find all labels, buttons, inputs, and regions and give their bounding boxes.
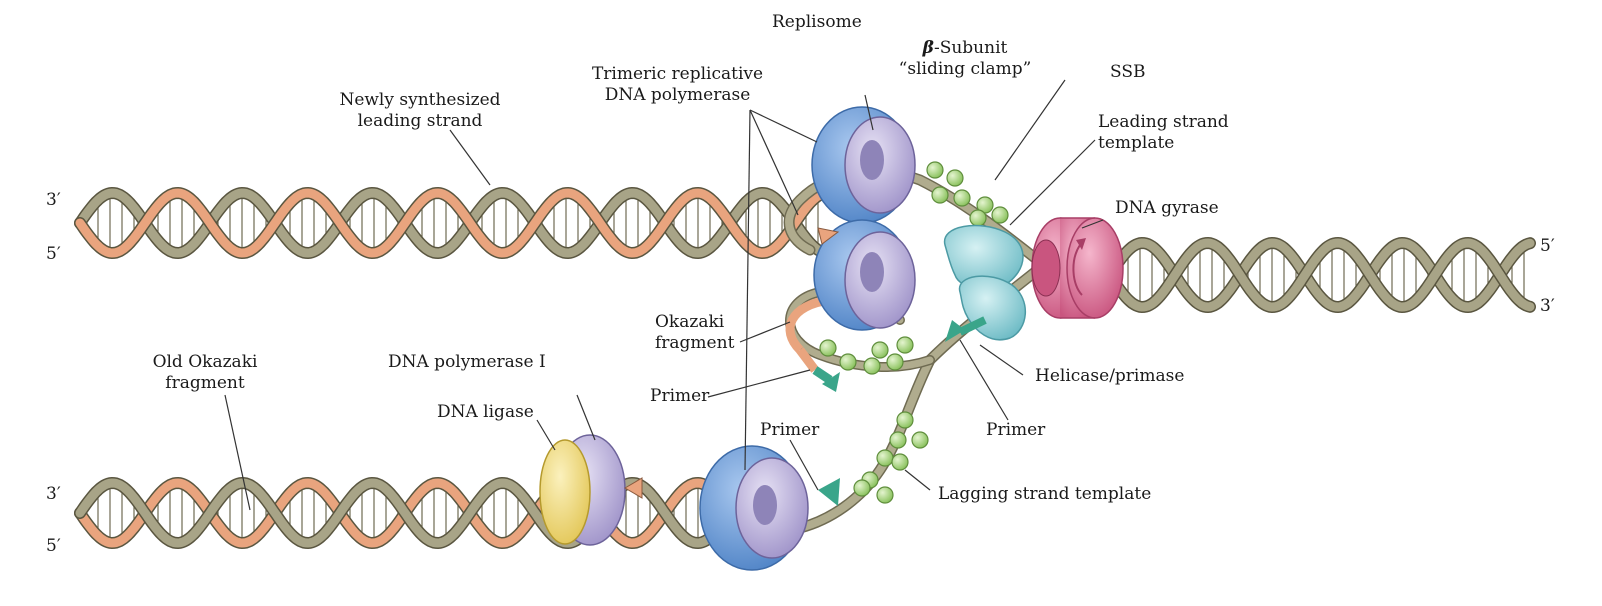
ssb-bead (863, 357, 881, 375)
ssb-bead (911, 431, 929, 449)
ssb-bead (969, 209, 987, 227)
label-dna-polymerase-i: DNA polymerase I (388, 352, 546, 372)
label-trimeric-polymerase: Trimeric replicative DNA polymerase (575, 64, 780, 106)
trimeric-line-1: Trimeric replicative (591, 64, 764, 84)
ssb-bead (871, 341, 889, 359)
bottom-duplex-helix (74, 476, 806, 550)
ssb-bead (931, 186, 949, 204)
strand-a (75, 478, 805, 548)
okazaki-line-1: Okazaki (655, 312, 725, 332)
label-dna-gyrase: DNA gyrase (1115, 198, 1219, 218)
ssb-bead (976, 196, 994, 214)
end-right-3prime: 3′ (1540, 296, 1555, 316)
old-okazaki-line-2: fragment (165, 373, 245, 393)
ssb-proteins (819, 161, 1009, 504)
lagging-arrowhead (624, 477, 643, 499)
ssb-bead (946, 169, 964, 187)
label-okazaki-fragment: Okazaki fragment (655, 312, 734, 354)
polymerase-top (811, 106, 916, 224)
end-bottom-left-3prime: 3′ (46, 484, 61, 504)
ssb-bead (876, 486, 894, 504)
strand-a (75, 188, 825, 258)
primer-helicase-arrow (945, 320, 965, 342)
label-primer-right: Primer (986, 420, 1046, 440)
top-duplex-helix (74, 186, 826, 260)
label-ssb: SSB (1110, 62, 1146, 82)
leader-lines (224, 79, 1104, 511)
label-helicase-primase: Helicase/primase (1035, 366, 1185, 386)
label-primer-left: Primer (650, 386, 710, 406)
leading-template-line-2: template (1098, 133, 1175, 153)
strand-b (75, 188, 825, 258)
end-bottom-left-5prime: 5′ (46, 536, 61, 556)
beta-subunit-text: -Subunit (933, 38, 1008, 58)
dna-ligase (539, 439, 591, 545)
polymerase-bottom (699, 445, 809, 571)
ssb-bead (926, 161, 944, 179)
ssb-bead (896, 336, 914, 354)
end-top-left-5prime: 5′ (46, 244, 61, 264)
ssb-bead (853, 479, 871, 497)
label-leading-strand-template: Leading strand template (1098, 112, 1229, 154)
end-right-5prime: 5′ (1540, 236, 1555, 256)
primer-bottom (818, 478, 840, 506)
ssb-bead (876, 449, 894, 467)
leading-strand-arrowhead (817, 227, 840, 245)
newly-line-2: leading strand (357, 111, 483, 131)
ssb-bead (889, 431, 907, 449)
label-old-okazaki: Old Okazaki fragment (140, 352, 270, 394)
label-beta-subunit: β-Subunit “sliding clamp” (890, 38, 1040, 80)
polymerase-middle (813, 219, 916, 331)
primer-okazaki (812, 366, 833, 384)
trimeric-line-2: DNA polymerase (604, 85, 751, 105)
beta-symbol: β (922, 38, 934, 58)
ssb-bead (991, 206, 1009, 224)
okazaki-line-2: fragment (655, 333, 735, 353)
ssb-bead (886, 353, 904, 371)
end-top-left-3prime: 3′ (46, 190, 61, 210)
ssb-bead (953, 189, 971, 207)
label-primer-middle: Primer (760, 420, 820, 440)
dna-gyrase (1031, 217, 1124, 319)
newly-line-1: Newly synthesized (339, 90, 501, 110)
label-sliding-clamp: “sliding clamp” (898, 59, 1032, 79)
ssb-bead (896, 411, 914, 429)
parental-duplex-helix (1104, 236, 1536, 314)
ssb-bead (839, 353, 857, 371)
strand-a (1105, 238, 1535, 312)
label-lagging-strand-template: Lagging strand template (938, 484, 1152, 504)
leading-template-line-1: Leading strand (1098, 112, 1229, 132)
strand-b (1105, 238, 1535, 312)
ssb-bead (819, 339, 837, 357)
label-newly-synthesized: Newly synthesized leading strand (330, 90, 510, 132)
label-replisome: Replisome (772, 12, 862, 32)
ssb-bead (891, 453, 909, 471)
old-okazaki-line-1: Old Okazaki (152, 352, 258, 372)
strand-b (75, 478, 805, 548)
label-dna-ligase: DNA ligase (437, 402, 534, 422)
